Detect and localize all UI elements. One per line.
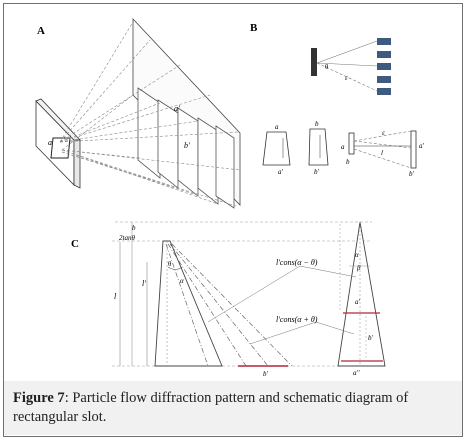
panel-c-annotation: l — [114, 292, 117, 301]
panel-b-annotation: θ — [325, 63, 329, 71]
panel-b-upper-diagram — [311, 38, 391, 95]
panel-b-annotation: a — [341, 143, 345, 151]
panel-b-annotation: a' — [278, 168, 284, 176]
panel-a-rays — [59, 21, 241, 207]
figure-caption-text: : Particle flow diffraction pattern and … — [13, 390, 409, 425]
panel-a — [35, 17, 241, 209]
figure-caption-label: Figure 7 — [13, 390, 65, 406]
panel-b-slit-plate — [311, 48, 317, 76]
panel-a-plate — [157, 99, 179, 189]
panel-c-label: C — [71, 238, 79, 250]
panel-c-annotation: α — [355, 251, 359, 259]
panel-b-annotation: a' — [419, 142, 425, 150]
panel-b-annotation: b — [346, 158, 350, 166]
panel-b-annotation: b' — [314, 168, 320, 176]
panel-b-trapezoid-b — [308, 128, 329, 166]
panel-a-plate — [177, 107, 199, 197]
panel-a-plate — [137, 87, 161, 179]
panel-c-annotation: α — [180, 277, 184, 285]
panel-b-lower-diagram — [262, 128, 417, 169]
panel-c-annotation: b — [132, 224, 136, 232]
panel-c-diagram — [112, 221, 386, 367]
panel-a-plate — [197, 117, 219, 205]
panel-a-slit — [50, 137, 71, 159]
panel-b-annotation: ε — [382, 129, 385, 137]
panel-c-annotation: a' — [355, 298, 361, 306]
panel-b-annotation: b' — [409, 170, 415, 178]
panel-a-label: A — [37, 25, 45, 37]
panel-c-annotation: b' — [263, 370, 269, 378]
panel-b-annotation: a — [275, 123, 279, 131]
panel-c-annotation: 2tanθ — [119, 234, 135, 242]
panel-c-annotation: l' — [142, 279, 146, 288]
panel-b-trapezoid-a — [262, 131, 291, 166]
panel-a-plate — [215, 125, 235, 209]
panel-b-label: B — [250, 22, 258, 34]
panel-a-annotation: b' — [184, 141, 190, 150]
panel-a-annotation: a' — [174, 104, 180, 113]
panel-c-annotation: β — [356, 264, 361, 272]
panel-b-annotation: l — [381, 149, 383, 157]
panel-b-annotation: ε — [345, 74, 348, 82]
panel-c-annotation: b' — [368, 334, 374, 342]
panel-c-annotation: l'cons(α + θ) — [276, 315, 318, 324]
figure-frame — [3, 3, 463, 437]
panel-c-annotation: θ — [168, 260, 172, 268]
panel-a-annotation: a — [48, 138, 52, 147]
panel-b-fringes — [377, 38, 391, 95]
panel-c-annotation: a'' — [353, 369, 360, 377]
panel-c-annotation: l'cons(α − θ) — [276, 258, 318, 267]
panel-b-annotation: b — [315, 120, 319, 128]
figure-caption: Figure 7: Particle flow diffraction patt… — [4, 381, 462, 435]
